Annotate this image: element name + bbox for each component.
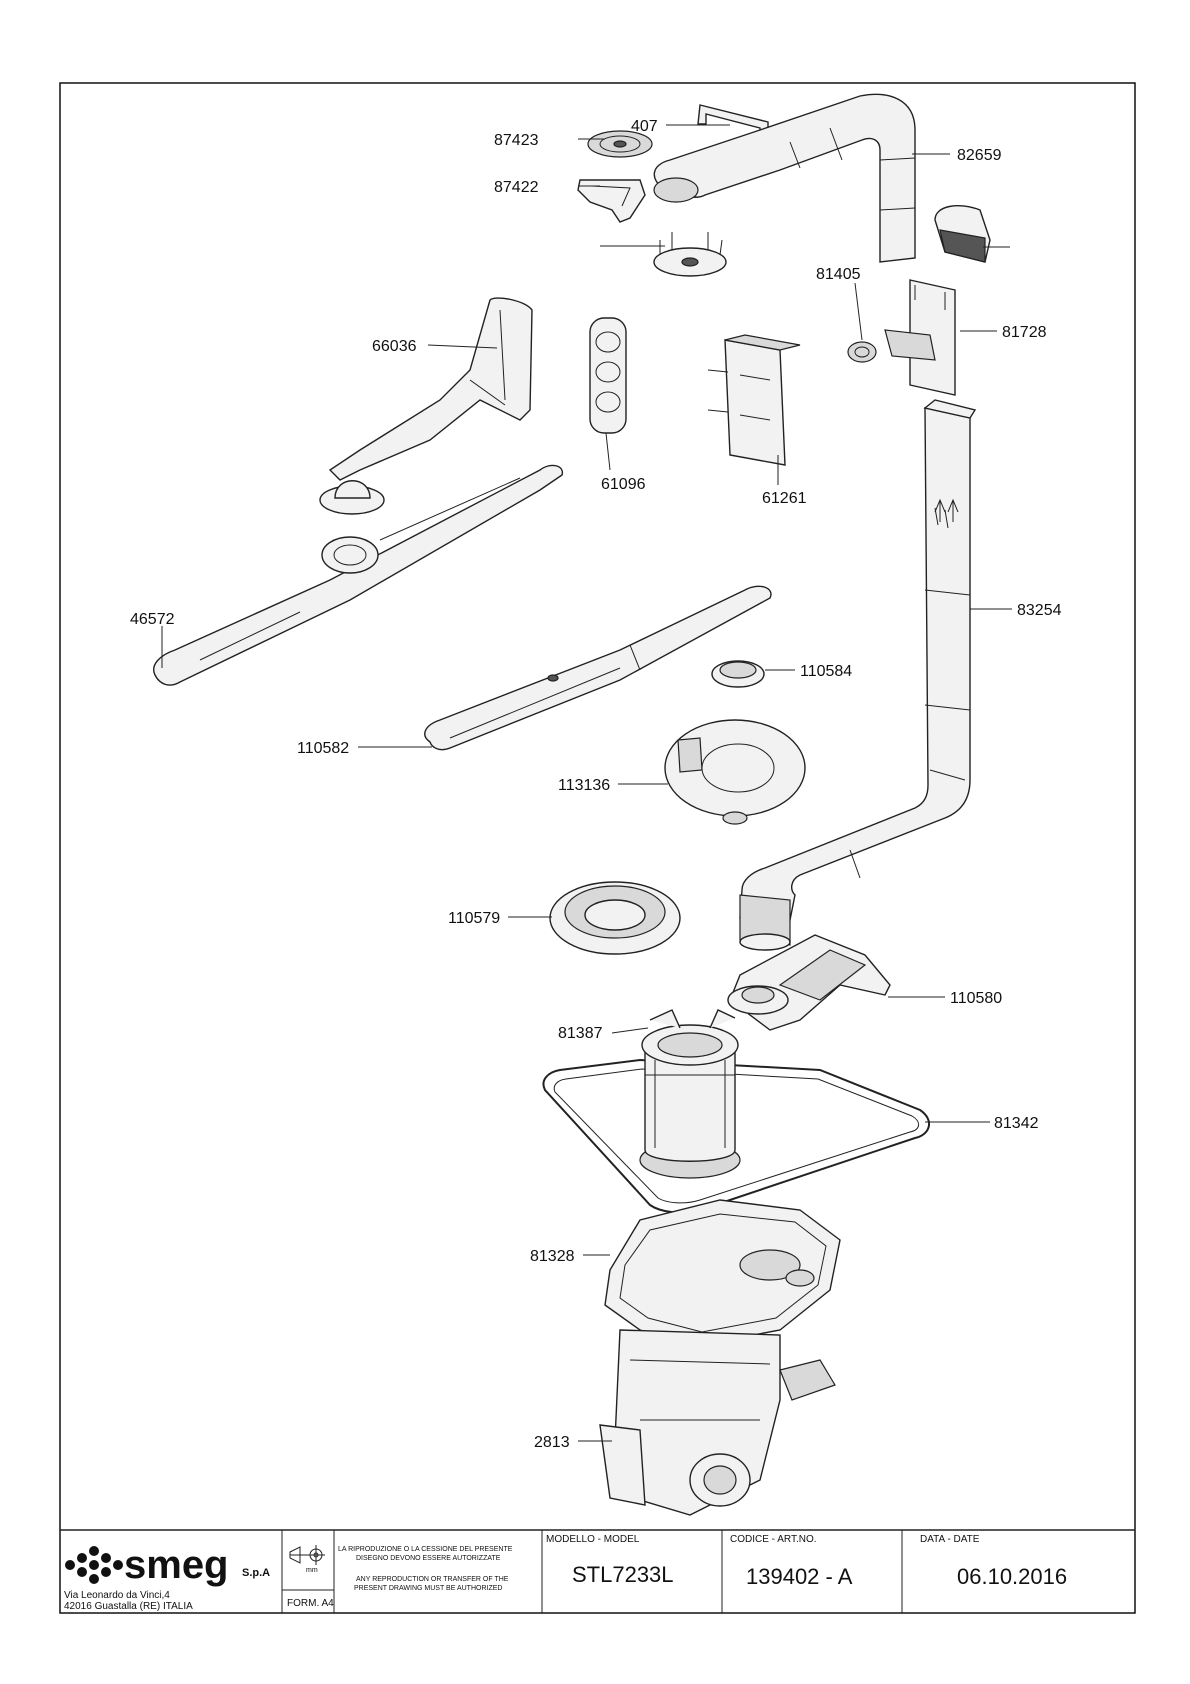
leader-lines <box>161 124 1012 1442</box>
part-110580-shape <box>727 934 891 1031</box>
label-83254: 83254 <box>1017 602 1062 619</box>
smeg-logo-dots-icon <box>65 1546 123 1584</box>
label-407: 407 <box>631 118 658 135</box>
title-block: smeg S.p.A Via Leonardo da Vinci,4 42016… <box>60 1529 1135 1613</box>
model-value: STL7233L <box>572 1562 674 1587</box>
label-81342: 81342 <box>994 1115 1039 1132</box>
part-110584-shape <box>711 660 765 688</box>
label-113136: 113136 <box>558 777 610 794</box>
notice-en-line-2: PRESENT DRAWING MUST BE AUTHORIZED <box>354 1585 502 1592</box>
code-value: 139402 - A <box>746 1564 853 1589</box>
part-83254-shape <box>739 399 977 951</box>
code-label: CODICE - ART.NO. <box>730 1534 817 1545</box>
part-66036-shape <box>319 297 533 515</box>
address-line-2: 42016 Guastalla (RE) ITALIA <box>64 1601 193 1612</box>
label-110582: 110582 <box>297 740 349 757</box>
label-110584: 110584 <box>800 663 852 680</box>
label-87423: 87423 <box>494 132 539 149</box>
notice-it-line-2: DISEGNO DEVONO ESSERE AUTORIZZATE <box>356 1555 501 1562</box>
part-81728-shape <box>884 279 956 396</box>
part-110579-shape <box>549 881 681 955</box>
label-81328: 81328 <box>530 1248 575 1265</box>
label-81405: 81405 <box>816 266 861 283</box>
label-46572: 46572 <box>130 611 175 628</box>
projection-symbol-icon <box>289 1545 325 1565</box>
flow-arrow-icon <box>934 498 959 522</box>
part-81328-shape <box>604 1199 841 1346</box>
part-61261-shape <box>707 334 801 466</box>
part-87423-shape <box>587 130 653 158</box>
parts-artwork <box>153 93 991 1516</box>
part-2813-shape <box>599 1329 836 1516</box>
label-110579: 110579 <box>448 910 500 927</box>
date-label: DATA - DATE <box>920 1534 980 1545</box>
label-110580: 110580 <box>950 990 1002 1007</box>
label-61096: 61096 <box>601 476 646 493</box>
part-cap-shape <box>934 204 991 263</box>
part-labels: 87423 407 82659 87422 81405 81728 66036 … <box>130 118 1062 1451</box>
company-suffix: S.p.A <box>242 1567 270 1579</box>
unit-label: mm <box>306 1567 318 1574</box>
label-66036: 66036 <box>372 338 417 355</box>
label-2813: 2813 <box>534 1434 570 1451</box>
part-87422-shape <box>577 179 646 223</box>
model-label: MODELLO - MODEL <box>546 1534 640 1545</box>
label-81387: 81387 <box>558 1025 603 1042</box>
part-81387-shape <box>639 1009 741 1179</box>
label-61261: 61261 <box>762 490 807 507</box>
part-46572-shape <box>153 464 564 686</box>
part-81405-shape <box>847 341 877 363</box>
part-hub-shape <box>653 232 727 277</box>
drawing-frame <box>59 82 1136 1614</box>
part-81342-shape <box>542 1058 930 1214</box>
part-82659-shape <box>653 93 916 263</box>
address-line-1: Via Leonardo da Vinci,4 <box>64 1590 170 1601</box>
label-87422: 87422 <box>494 179 539 196</box>
notice-it-line-1: LA RIPRODUZIONE O LA CESSIONE DEL PRESEN… <box>338 1546 513 1553</box>
label-81728: 81728 <box>1002 324 1047 341</box>
part-61096-shape <box>589 317 627 434</box>
part-110582-shape <box>424 585 772 751</box>
notice-en-line-1: ANY REPRODUCTION OR TRANSFER OF THE <box>356 1576 509 1583</box>
form-label: FORM. A4 <box>287 1598 334 1609</box>
company-logo: smeg <box>124 1543 229 1587</box>
part-113136-shape <box>664 719 806 825</box>
label-82659: 82659 <box>957 147 1002 164</box>
date-value: 06.10.2016 <box>957 1564 1067 1589</box>
